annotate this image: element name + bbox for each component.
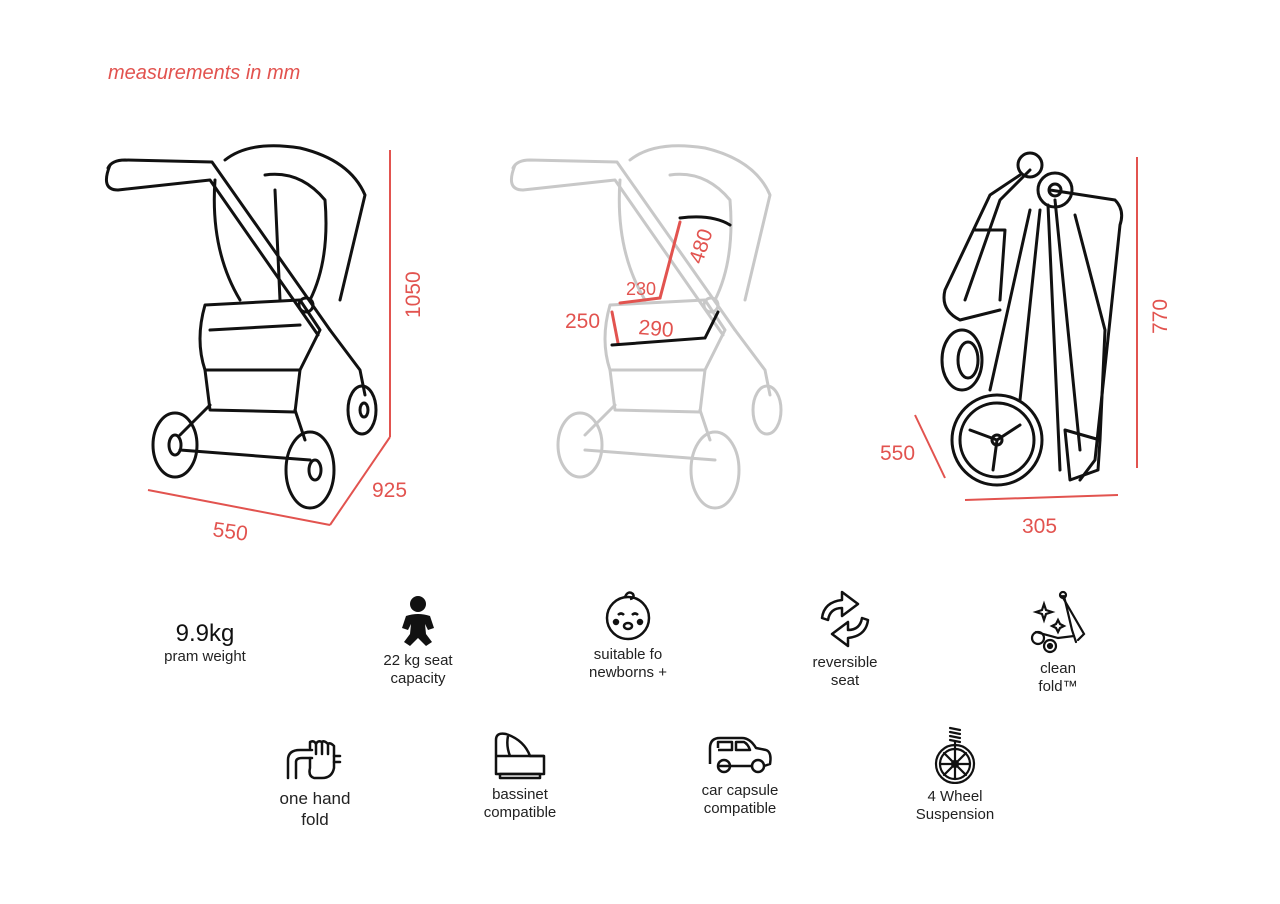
- feature-car-capsule: car capsule compatible: [690, 730, 790, 818]
- baby-icon: [402, 596, 434, 646]
- height-full-label: 1050: [402, 271, 425, 318]
- seat-dark-edges: [610, 215, 732, 347]
- measurement-note: measurements in mm: [108, 62, 301, 84]
- folded-pram-icon: [1030, 590, 1086, 654]
- feature-clean-fold: clean fold™: [1018, 590, 1098, 696]
- car-capsule-label: car capsule compatible: [701, 782, 779, 817]
- feature-reversible-seat: reversible seat: [795, 588, 895, 690]
- folded-width-label: 305: [1022, 515, 1057, 538]
- feature-suspension: 4 Wheel Suspension: [905, 726, 1005, 824]
- seat-back-label: 480: [685, 226, 718, 266]
- newborns-label: suitable fo newborns +: [589, 646, 667, 681]
- feature-bassinet: bassinet compatible: [470, 730, 570, 822]
- folded-height-label: 770: [1149, 299, 1172, 334]
- feature-seat-capacity: 22 kg seat capacity: [368, 594, 468, 688]
- depth-full-label: 925: [372, 479, 407, 502]
- pram-folded-view: [940, 151, 1124, 487]
- feature-newborns: suitable fo newborns +: [578, 588, 678, 682]
- car-icon: [708, 736, 772, 774]
- wheel-suspension-icon: [934, 726, 976, 784]
- feature-weight: 9.9kg pram weight: [150, 620, 260, 666]
- weight-value: 9.9kg: [175, 620, 235, 647]
- clean-fold-label: clean fold™: [1038, 660, 1078, 695]
- one-hand-fold-label: one hand fold: [279, 789, 351, 829]
- width-full-label: 550: [211, 518, 249, 546]
- bassinet-label: bassinet compatible: [483, 786, 557, 821]
- folded-depth-label: 550: [880, 442, 915, 465]
- weight-label: pram weight: [164, 648, 246, 665]
- seat-capacity-label: 22 kg seat capacity: [383, 652, 453, 687]
- hand-fold-icon: [286, 740, 342, 780]
- seat-width-label: 290: [638, 316, 675, 342]
- baby-face-icon: [605, 591, 651, 641]
- reverse-arrows-icon: [820, 590, 870, 648]
- pram-front-dimension-lines: [147, 150, 391, 526]
- feature-one-hand-fold: one hand fold: [265, 738, 365, 830]
- seat-side-label: 250: [565, 310, 600, 333]
- pram-seat-view: [509, 144, 783, 510]
- seat-dimension-lines: [610, 220, 682, 345]
- seat-depth-label: 230: [626, 279, 656, 299]
- folded-dimension-lines: [914, 157, 1138, 501]
- reversible-seat-label: reversible seat: [812, 654, 878, 689]
- suspension-label: 4 Wheel Suspension: [915, 788, 995, 823]
- bassinet-icon: [494, 732, 546, 780]
- pram-front-view: [104, 144, 378, 510]
